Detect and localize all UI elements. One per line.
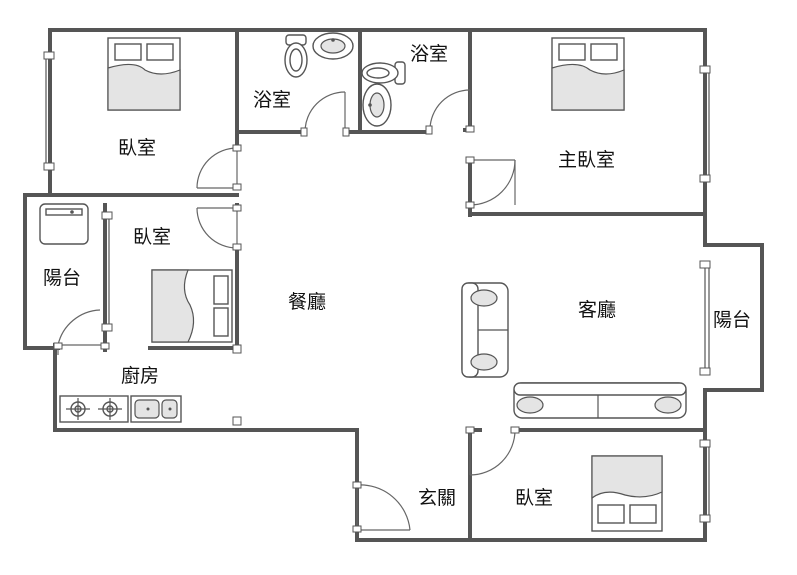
toilet-icon (361, 61, 406, 85)
kitchen-sink-icon (130, 395, 182, 423)
bed-icon (151, 269, 233, 343)
room-label-balcony-west: 陽台 (43, 267, 81, 289)
room-label-living-room: 客廳 (578, 299, 616, 321)
wall-stub-marker (232, 344, 242, 354)
doors (53, 89, 520, 533)
sink-icon (312, 32, 354, 60)
toilet-icon (284, 34, 308, 78)
room-label-master-bedroom: 主臥室 (558, 149, 615, 171)
room-label-kitchen: 廚房 (121, 364, 159, 387)
door-balcony-west (53, 309, 110, 355)
room-label-entrance: 玄關 (418, 487, 456, 509)
room-label-bath-east: 浴室 (410, 43, 448, 65)
sofa-icon (513, 382, 687, 419)
door-bath-east (425, 89, 475, 135)
room-label-bedroom-west: 臥室 (133, 226, 171, 248)
fixtures (39, 32, 687, 532)
room-label-balcony-east: 陽台 (713, 309, 751, 331)
room-label-bedroom-se: 臥室 (515, 487, 553, 509)
door-bath-west (300, 91, 350, 137)
door-entrance (352, 481, 411, 533)
sofa-icon (461, 282, 509, 378)
sink-icon (362, 83, 392, 127)
washing-machine-icon (39, 203, 89, 245)
door-master-bedroom (465, 156, 516, 209)
bed-icon (591, 455, 663, 532)
door-bedroom-west (196, 204, 242, 251)
room-label-bath-west: 浴室 (253, 89, 291, 111)
door-bedroom-nw (196, 144, 242, 191)
bed-icon (551, 37, 625, 111)
room-labels: 臥室 浴室 浴室 主臥室 臥室 陽台 餐廳 客廳 陽台 廚房 玄關 臥室 (43, 43, 751, 509)
windows (43, 51, 711, 523)
bed-icon (107, 37, 181, 111)
room-label-dining-room: 餐廳 (288, 291, 326, 313)
room-label-bedroom-nw: 臥室 (118, 137, 156, 159)
door-bedroom-se (465, 426, 520, 476)
wall-stub-marker (232, 416, 242, 426)
stove-icon (59, 395, 129, 423)
